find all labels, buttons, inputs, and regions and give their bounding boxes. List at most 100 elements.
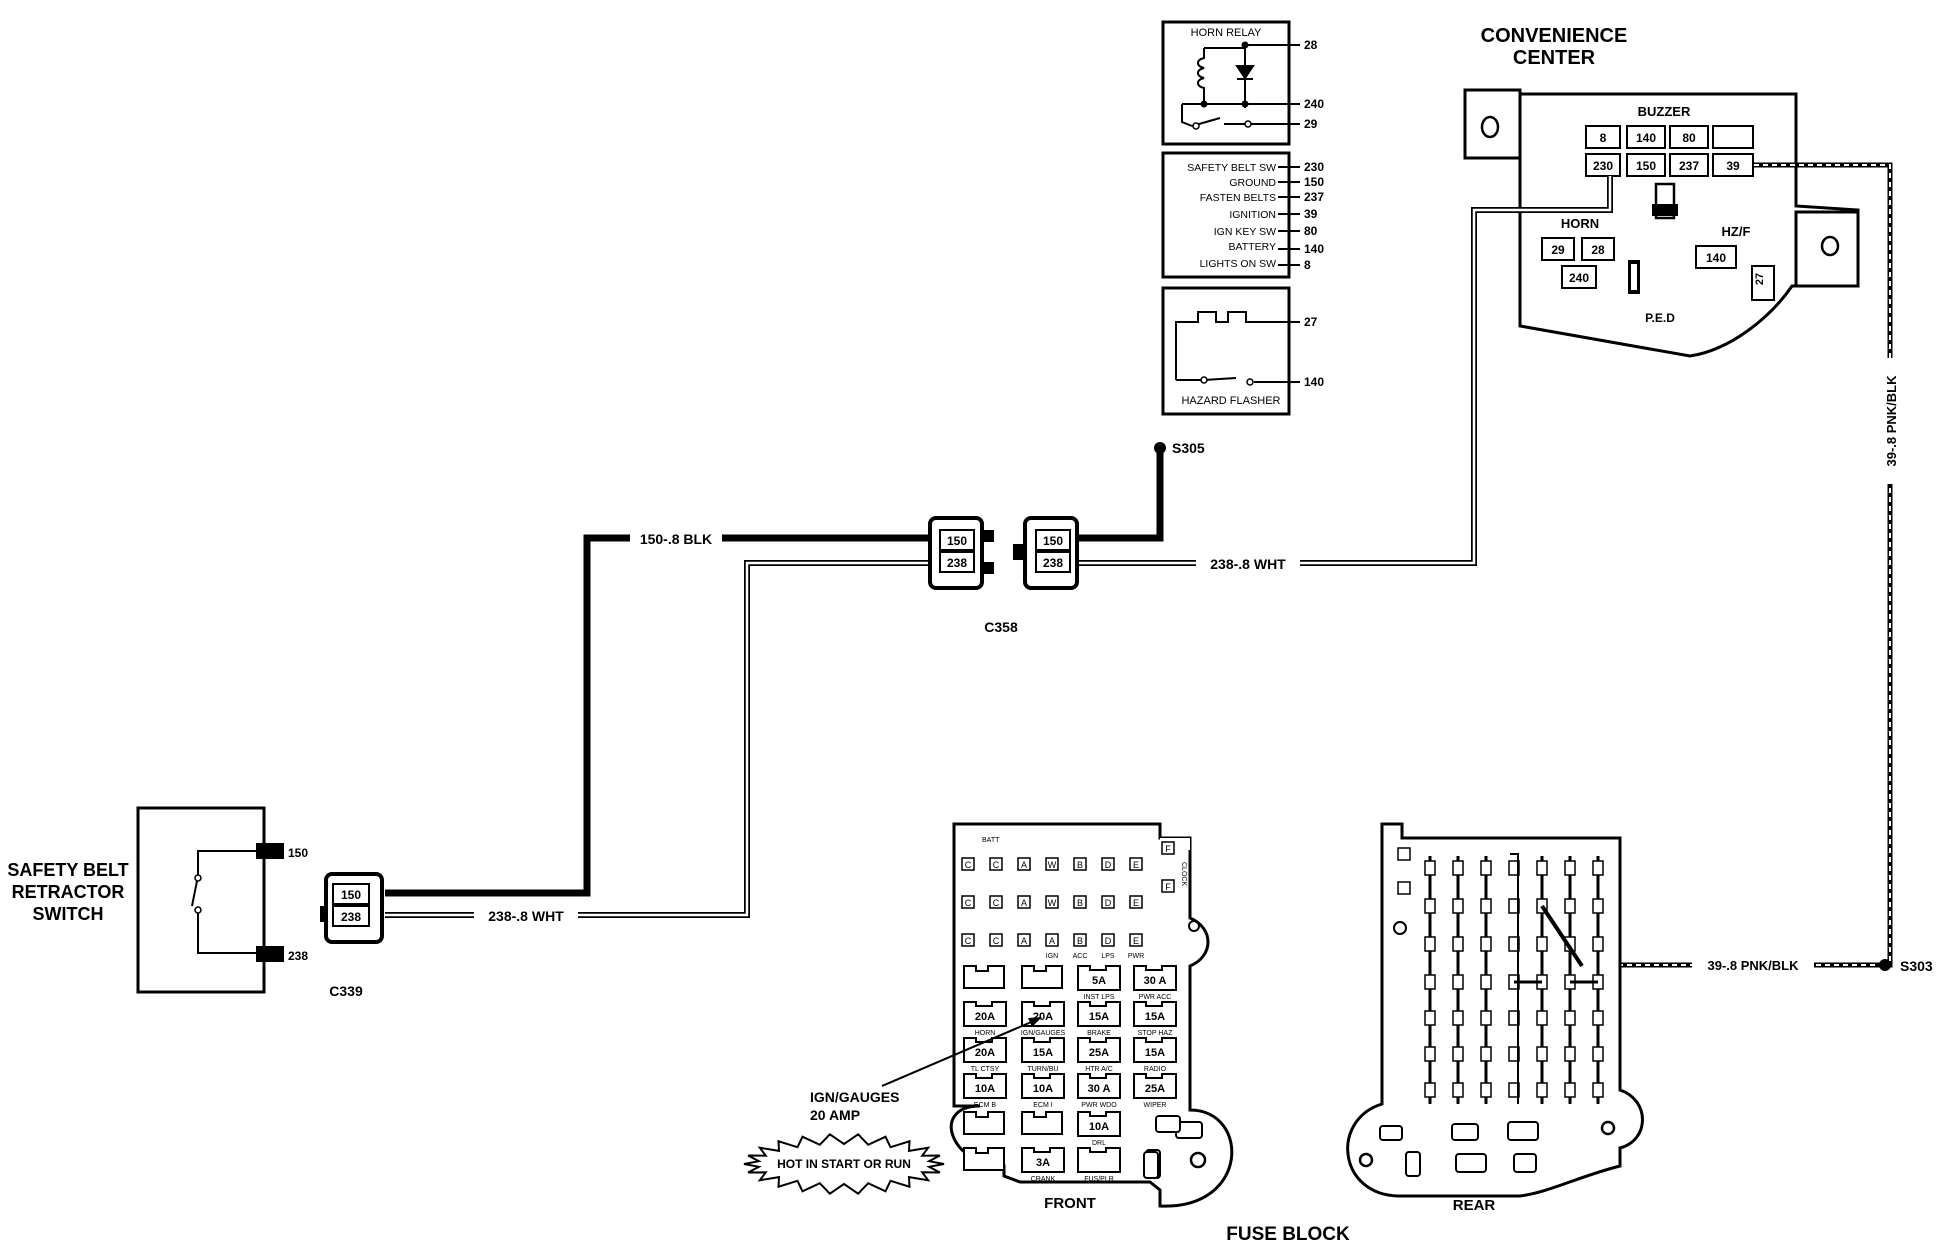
cavity-letter: D — [1105, 860, 1112, 870]
switch-label-2: RETRACTOR — [12, 882, 125, 902]
connector-pin: 238 — [947, 556, 967, 570]
horn-terminal: 29 — [1551, 243, 1565, 257]
switch-box — [136, 806, 266, 994]
bus-terminal — [1452, 1046, 1464, 1062]
fuse-label: FUS/PLR — [1084, 1176, 1114, 1183]
cavity: C — [961, 933, 975, 947]
buzzer-terminal: 80 — [1682, 131, 1696, 145]
pinout-number: 230 — [1304, 160, 1324, 174]
cavity-letter: A — [1021, 860, 1027, 870]
relay-socket — [1455, 1153, 1487, 1173]
bus-terminal — [1592, 936, 1604, 952]
convenience-center-title-1: CONVENIENCE — [1481, 25, 1628, 47]
mounting-tab-left — [1463, 88, 1522, 160]
cavity: A — [1017, 933, 1031, 947]
buzzer-slot — [1585, 125, 1621, 149]
switch-label-3: SWITCH — [33, 904, 104, 924]
pinout-number: 150 — [1304, 175, 1324, 189]
hzf-label: HZ/F — [1722, 224, 1751, 239]
connector-c339: 150 238 C339 — [320, 872, 384, 999]
ped-clip-inner — [1631, 264, 1637, 290]
bus-terminal — [1536, 1082, 1548, 1098]
cavity — [1161, 879, 1175, 893]
contact-point — [194, 906, 202, 914]
wire-label-bg — [630, 528, 722, 548]
c358-half-right: 150 238 — [1013, 516, 1079, 590]
fuse-rating: 10A — [975, 1083, 995, 1095]
connector-pin: 238 — [1043, 556, 1063, 570]
cavity: C — [961, 895, 975, 909]
wire-label-bg — [1878, 358, 1902, 484]
fuse-body — [1077, 965, 1121, 991]
ign-gauges-callout: IGN/GAUGES 20 AMP HOT IN START OR RUN — [743, 1017, 1042, 1196]
cavity-letter: F — [1165, 882, 1171, 892]
bus-terminal — [1592, 1082, 1604, 1098]
fuse-rating: 3A — [1036, 1157, 1050, 1169]
horn-fuse-slot — [1561, 265, 1597, 289]
cavity: C — [961, 857, 975, 871]
cavity-box — [961, 895, 975, 909]
cavity-letter: C — [993, 860, 1000, 870]
bus-terminal — [1480, 860, 1492, 876]
pinout-name: BATTERY — [1229, 241, 1276, 253]
wire-238-wht: 238-.8 WHT 238-.8 WHT — [385, 176, 1613, 925]
bus-terminal — [1424, 936, 1436, 952]
wire-label-bg — [1692, 956, 1814, 974]
cavity-tag: IGN — [1046, 953, 1058, 960]
fuse-body — [963, 1073, 1007, 1099]
pinout-name: FASTEN BELTS — [1200, 192, 1276, 204]
fuse-block-rear: REAR — [1346, 822, 1644, 1214]
relay-socket — [1513, 1153, 1537, 1173]
fuse-label: CRANK — [1031, 1176, 1056, 1183]
fuse-rating: 5A — [1092, 975, 1106, 987]
fuse-rating: 20A — [975, 1011, 995, 1023]
horn-relay-terminal: 240 — [1304, 97, 1324, 111]
buzzer-slot — [1712, 153, 1754, 177]
pinout-row: BATTERY 140 — [1229, 241, 1325, 256]
callout-text-1: IGN/GAUGES — [810, 1089, 899, 1105]
cavity-box — [1045, 857, 1059, 871]
cavity: D — [1101, 895, 1115, 909]
cavity-tag: PWR — [1128, 953, 1144, 960]
buzzer-slot — [1669, 153, 1709, 177]
bus-terminal — [1480, 1010, 1492, 1026]
pinout-number: 80 — [1304, 224, 1318, 238]
fuse-label: BRAKE — [1087, 1030, 1111, 1037]
cavity-tag: ACC — [1073, 953, 1088, 960]
cavity-box — [989, 933, 1003, 947]
mount-hole — [1358, 1152, 1374, 1168]
wire-label-150: 150-.8 BLK — [640, 531, 712, 547]
fuse-body — [1133, 965, 1177, 991]
batt-label: BATT — [982, 837, 1000, 844]
fuse-label: PWR WDO — [1081, 1102, 1117, 1109]
mount-hole — [1188, 920, 1200, 932]
fuse-label: IGN/GAUGES — [1021, 1030, 1066, 1037]
fuse-label: INST LPS — [1084, 994, 1115, 1001]
bus-terminal — [1536, 1010, 1548, 1026]
bus-jumper — [1540, 904, 1584, 968]
bus-terminal — [1564, 860, 1576, 876]
wire-238-core — [385, 176, 1612, 917]
connector-pin-box — [939, 529, 975, 551]
horn-relay-terminal: 28 — [1304, 38, 1318, 52]
wire-150-path — [385, 448, 1164, 897]
hzf-fuse-slot — [1695, 245, 1737, 269]
horn-relay-box — [1161, 20, 1291, 146]
switch-circuit — [197, 850, 262, 954]
cavity-letter: C — [965, 860, 972, 870]
bus-terminal — [1564, 1046, 1576, 1062]
cavity-letter: B — [1077, 936, 1083, 946]
horn-label: HORN — [1561, 216, 1599, 231]
hazard-flasher-label: HAZARD FLASHER — [1181, 395, 1280, 407]
fuse-label: STOP HAZ — [1138, 1030, 1173, 1037]
bus-terminal — [1480, 898, 1492, 914]
fuse-body — [1021, 1073, 1065, 1099]
mounting-tab-right — [1794, 210, 1860, 288]
